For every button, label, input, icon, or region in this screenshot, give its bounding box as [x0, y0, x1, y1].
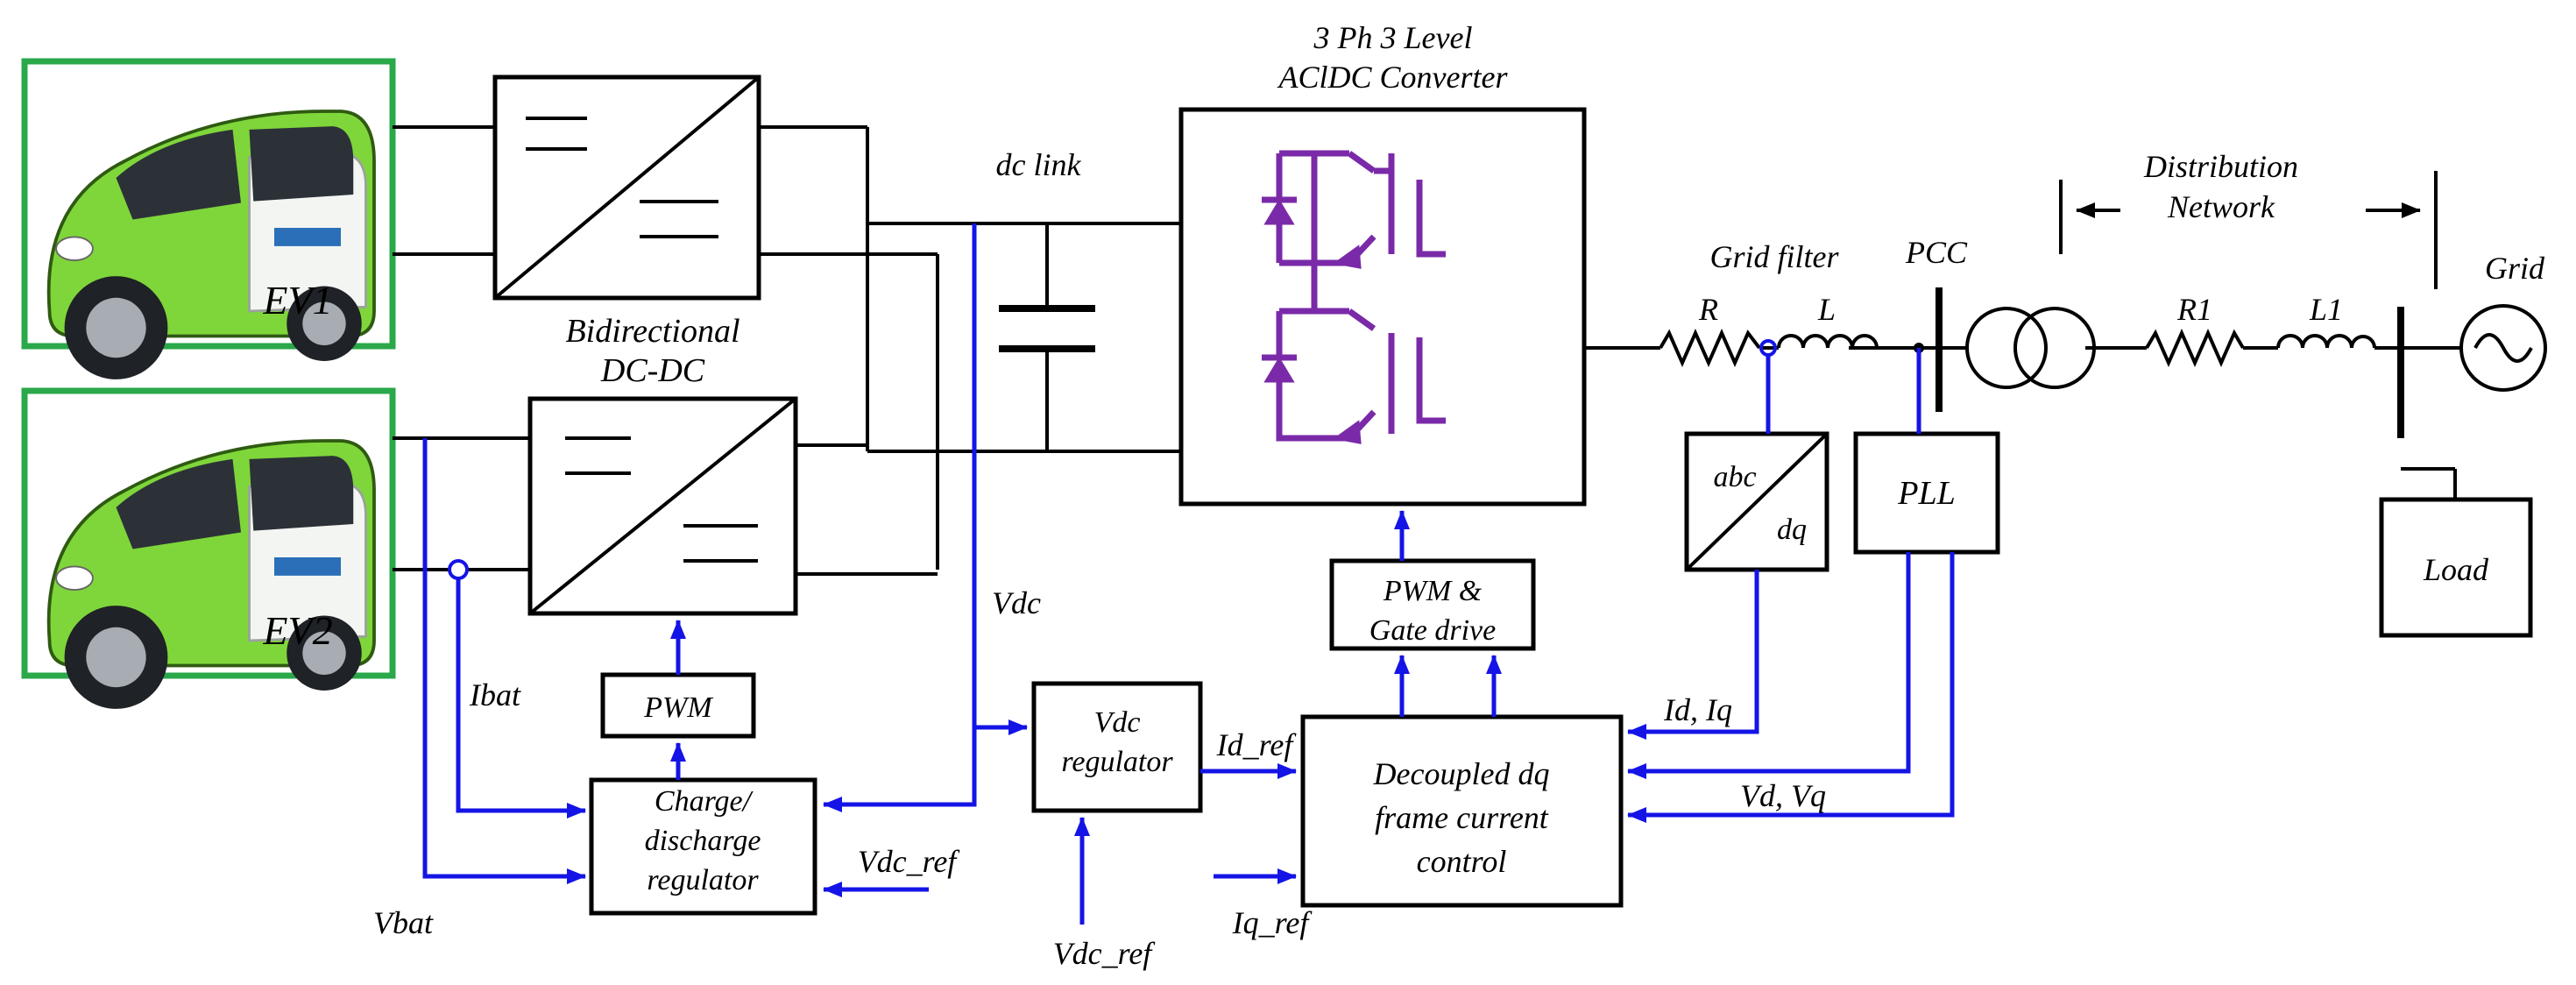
pwm-gate-label-line1: PWM &	[1383, 575, 1483, 607]
current-ctrl-label-line1: Decoupled dq	[1373, 756, 1550, 791]
pcc-label: PCC	[1905, 235, 1968, 270]
ev1-label: EV1	[262, 278, 332, 322]
transformer	[1965, 307, 2096, 389]
r-label: R	[1698, 292, 1718, 327]
grid-label: Grid	[2485, 251, 2545, 286]
charge-discharge-regulator-block: Charge/ discharge regulator	[589, 777, 817, 916]
inductor-l	[1777, 334, 1879, 349]
load-block: Load	[2379, 497, 2533, 638]
ev2-label: EV2	[262, 608, 332, 653]
acdc-converter	[1178, 107, 1587, 507]
dq-label: dq	[1777, 514, 1807, 546]
vdc-ref-charge-label: Vdc_ref	[858, 844, 961, 879]
charge-label-line1: Charge/	[655, 785, 754, 818]
l1-label: L1	[2309, 292, 2343, 327]
dcdc-converter-2	[527, 396, 798, 616]
vdc-reg-label-line2: regulator	[1061, 746, 1173, 778]
id-ref-label: Id_ref	[1216, 727, 1298, 762]
dcdc-label-line2: DC-DC	[600, 352, 705, 389]
vd-vq-label: Vd, Vq	[1740, 778, 1826, 813]
pwm-block: PWM	[600, 672, 756, 739]
grid-source-icon	[2459, 304, 2547, 392]
pwm-gate-drive-block: PWM & Gate drive	[1329, 558, 1536, 651]
l-label: L	[1817, 292, 1836, 327]
current-ctrl-label-line2: frame current	[1375, 800, 1549, 835]
pll-block: PLL	[1853, 431, 2000, 555]
dcdc-converter-1	[492, 74, 761, 301]
ev1-panel: EV1	[21, 58, 396, 381]
acdc-label-line2: AClDC Converter	[1277, 60, 1509, 95]
resistor-r	[1659, 329, 1761, 367]
pll-label: PLL	[1897, 475, 1955, 512]
charge-label-line2: discharge	[645, 825, 761, 857]
signal-wiring	[422, 223, 1955, 925]
dcdc-label-line1: Bidirectional	[565, 313, 740, 350]
current-control-block: Decoupled dq frame current control	[1300, 714, 1624, 908]
grid-filter-label: Grid filter	[1709, 239, 1839, 274]
pwm-label: PWM	[643, 691, 713, 724]
pwm-gate-label-line2: Gate drive	[1369, 614, 1496, 647]
power-wiring	[393, 125, 2502, 576]
resistor-r1	[2145, 329, 2245, 367]
ev2-panel: EV2	[21, 387, 396, 711]
dc-link-label: dc link	[996, 147, 1082, 182]
vbat-signal-label: Vbat	[373, 905, 434, 940]
iq-ref-label: Iq_ref	[1232, 905, 1313, 940]
r1-label: R1	[2176, 292, 2212, 327]
vdc-regulator-block: Vdc regulator	[1031, 681, 1203, 813]
abc-dq-block: abc dq	[1684, 431, 1829, 572]
current-ctrl-label-line3: control	[1417, 844, 1507, 879]
charge-label-line3: regulator	[647, 864, 759, 896]
load-label: Load	[2423, 552, 2489, 587]
distribution-label-line1: Distribution	[2143, 149, 2298, 184]
abc-label: abc	[1713, 461, 1756, 493]
inductor-l1	[2276, 334, 2376, 349]
vdc-ref-regulator-label: Vdc_ref	[1053, 936, 1157, 971]
id-iq-label: Id, Iq	[1663, 692, 1732, 727]
ibat-signal-label: Ibat	[469, 677, 521, 712]
vdc-signal-label: Vdc	[992, 585, 1041, 620]
vdc-reg-label-line1: Vdc	[1094, 706, 1141, 739]
acdc-label-line1: 3 Ph 3 Level	[1313, 20, 1473, 55]
distribution-label-line2: Network	[2167, 189, 2275, 224]
